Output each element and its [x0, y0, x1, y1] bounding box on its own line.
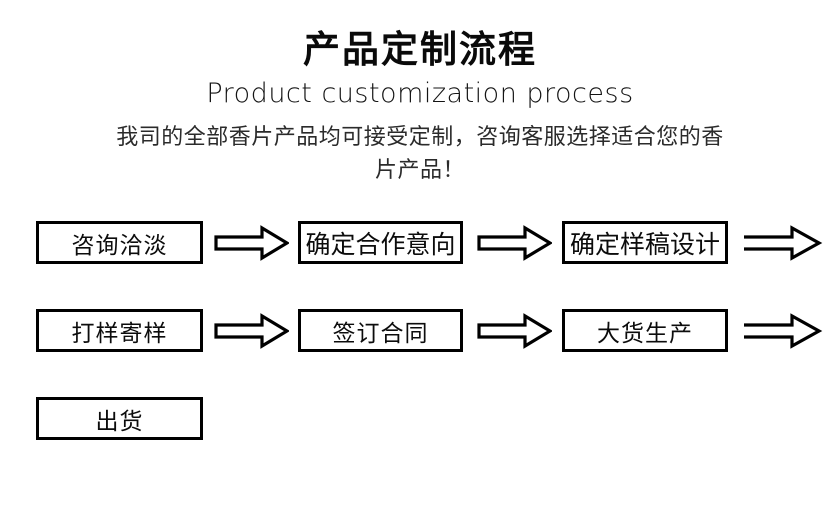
block-arrow-right-icon — [744, 223, 840, 263]
block-arrow-right-icon — [477, 311, 552, 351]
flow-node-confirm-intent: 确定合作意向 — [298, 221, 463, 264]
block-arrow-right-icon — [477, 223, 552, 263]
flow-row-3: 出货 — [0, 397, 840, 440]
block-arrow-right-icon — [214, 223, 289, 263]
flow-node-bulk-production: 大货生产 — [562, 309, 728, 352]
flow-row-2: 打样寄样 签订合同 大货生产 — [0, 309, 840, 352]
page-title-chinese: 产品定制流程 — [303, 29, 537, 70]
process-flow-diagram: 咨询洽淡 确定合作意向 确定样稿设计 打样寄样 — [0, 221, 840, 485]
block-arrow-right-icon — [744, 311, 840, 351]
flow-node-confirm-design: 确定样稿设计 — [562, 221, 728, 264]
flow-node-delivery: 出货 — [36, 397, 203, 440]
page-subtitle: 我司的全部香片产品均可接受定制，咨询客服选择适合您的香片产品！ — [116, 124, 724, 182]
page-title-english: Product customization process — [206, 78, 634, 110]
header-block: 产品定制流程 Product customization process 我司的… — [0, 0, 840, 186]
flow-row-1: 咨询洽淡 确定合作意向 确定样稿设计 — [0, 221, 840, 264]
flow-node-consult: 咨询洽淡 — [36, 221, 203, 264]
flow-node-sample-shipping: 打样寄样 — [36, 309, 203, 352]
block-arrow-right-icon — [214, 311, 289, 351]
flow-node-sign-contract: 签订合同 — [298, 309, 463, 352]
